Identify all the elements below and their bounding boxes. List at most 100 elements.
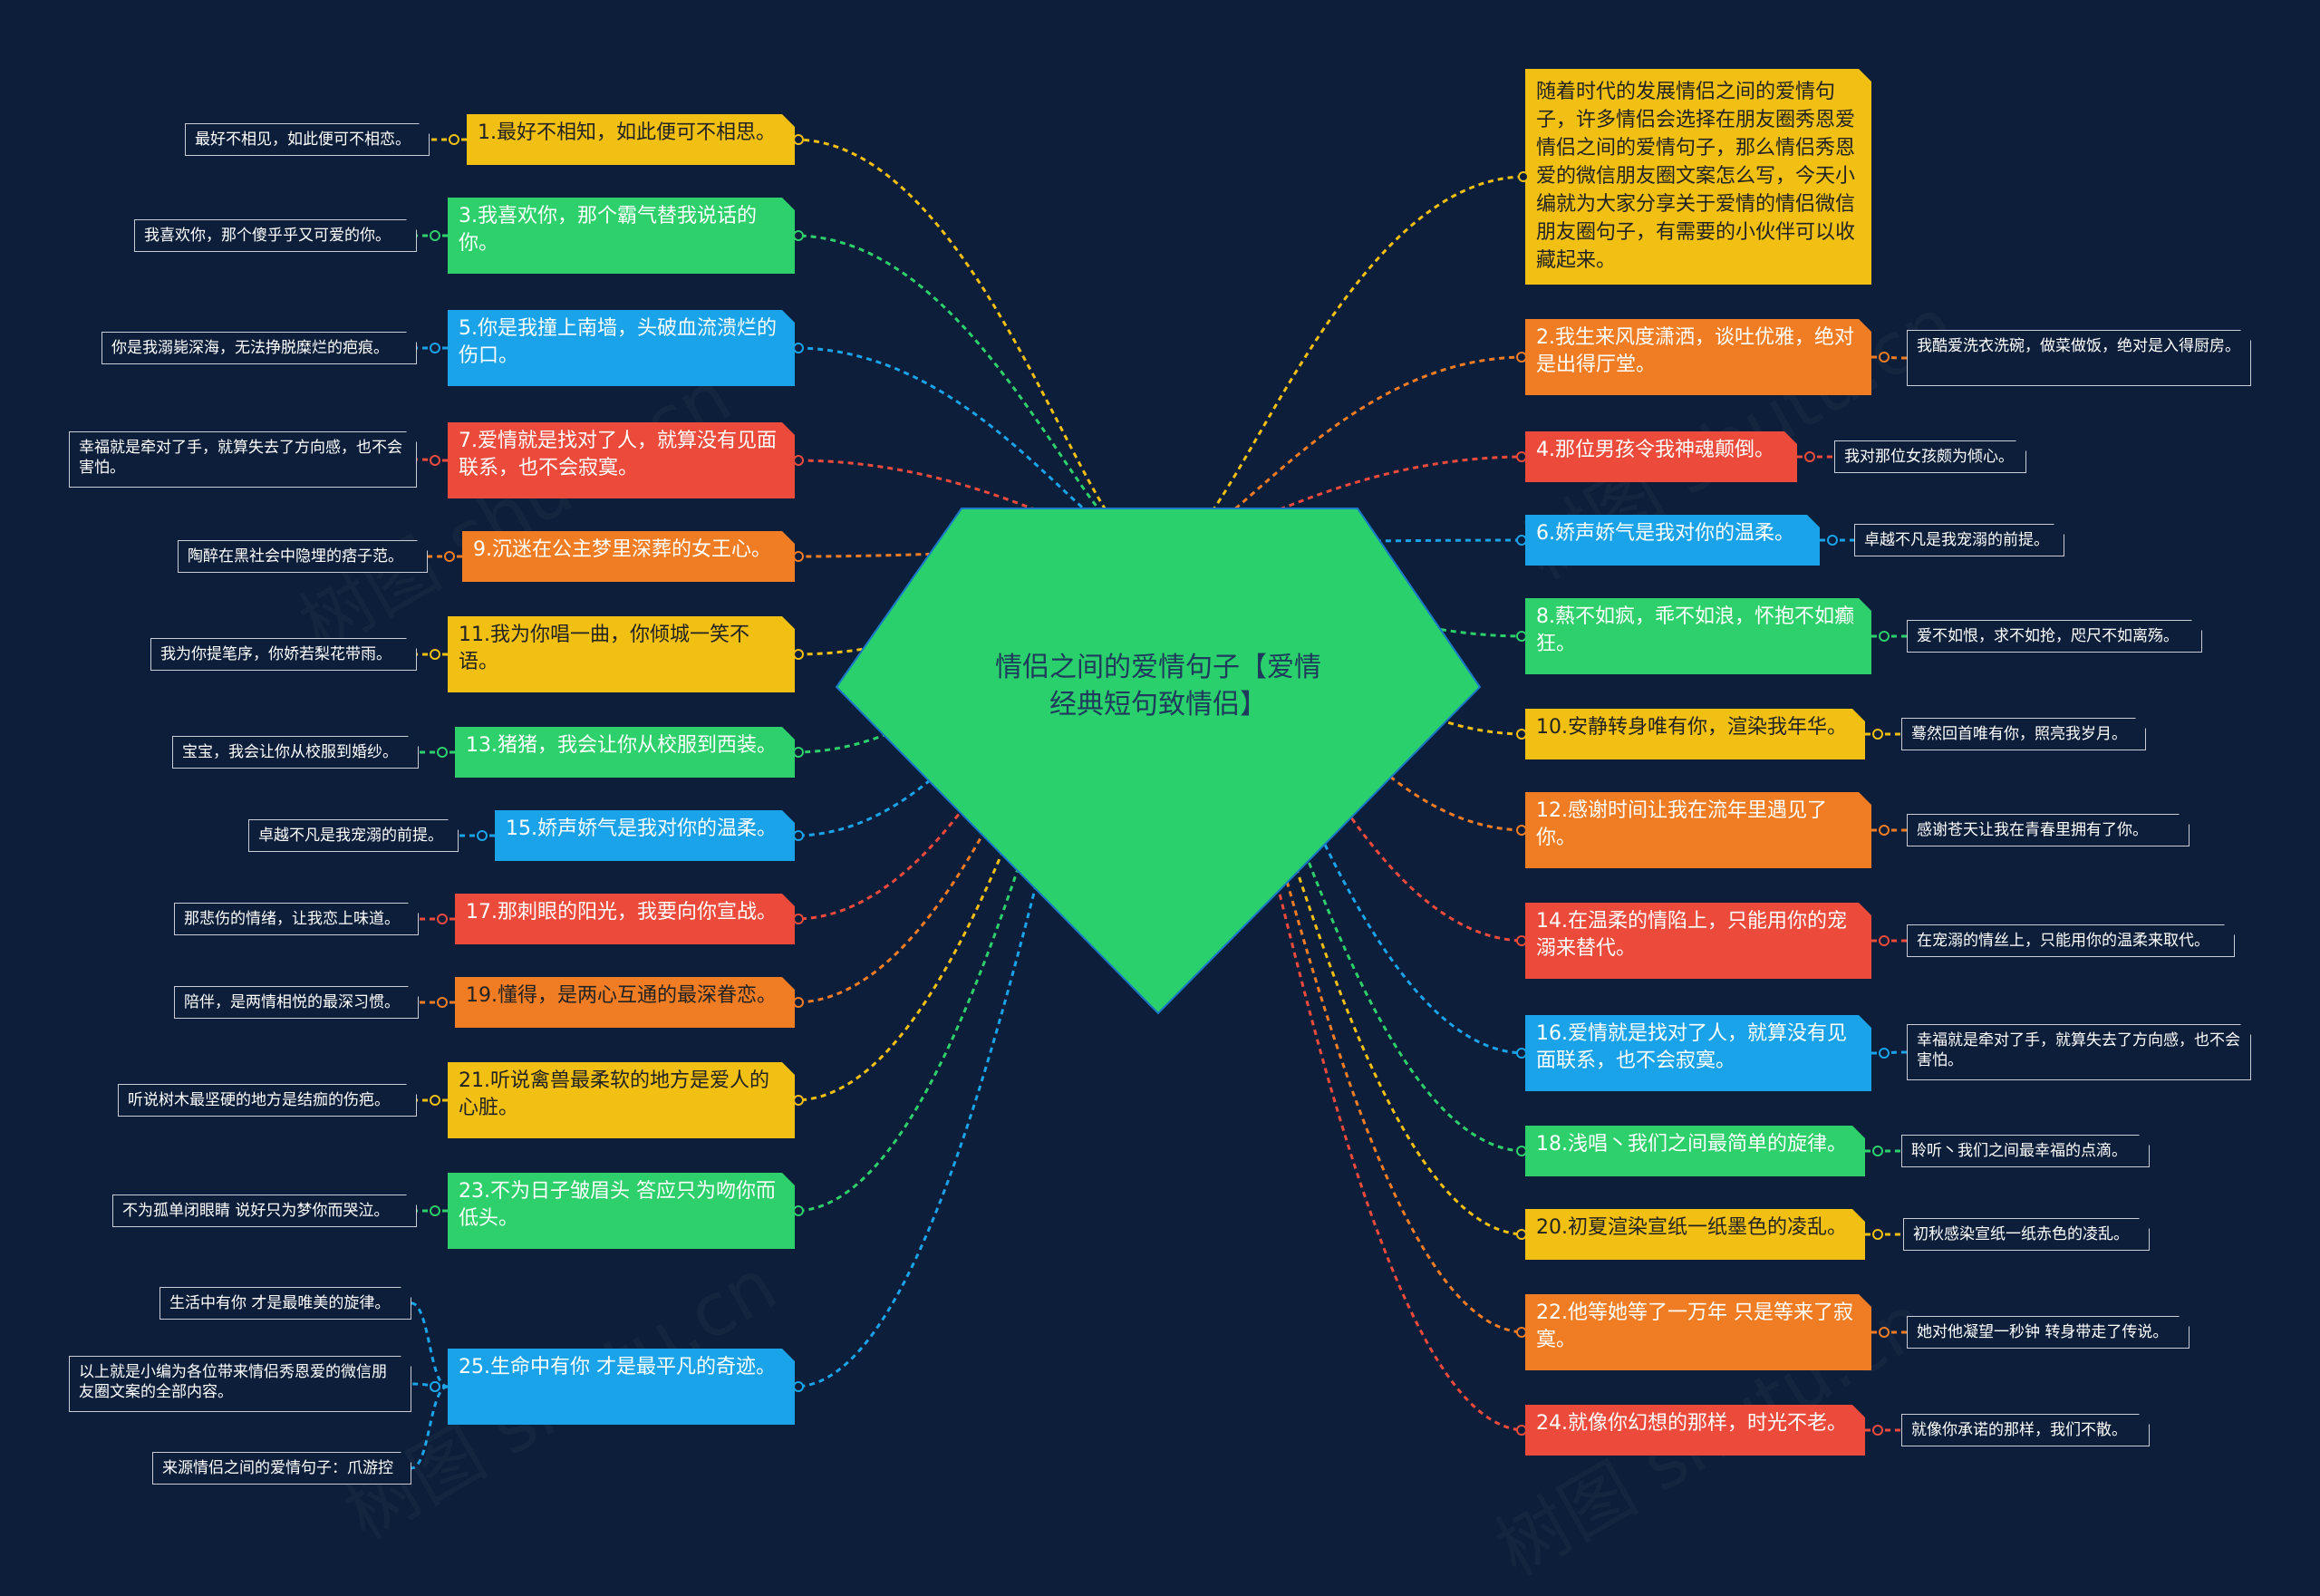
branch-node-10[interactable]: 10.安静转身唯有你，渲染我年华。 xyxy=(1525,709,1865,759)
leaf-note-12[interactable]: 感谢苍天让我在青春里拥有了你。 xyxy=(1907,814,2190,846)
branch-text: 15.娇声娇气是我对你的温柔。 xyxy=(506,817,777,840)
branch-text: 9.沉迷在公主梦里深葬的女王心。 xyxy=(473,538,771,561)
central-topic[interactable]: 情侣之间的爱情句子【爱情经典短句致情侣】 xyxy=(834,506,1483,1016)
connector-dot xyxy=(793,551,804,562)
leaf-note-18[interactable]: 聆听丶我们之间最幸福的点滴。 xyxy=(1901,1135,2150,1167)
branch-node-9[interactable]: 9.沉迷在公主梦里深葬的女王心。 xyxy=(462,531,795,582)
leaf-note-2[interactable]: 我酷爱洗衣洗碗，做菜做饭，绝对是入得厨房。 xyxy=(1907,330,2251,386)
intro-note[interactable]: 随着时代的发展情侣之间的爱情句子，许多情侣会选择在朋友圈秀恩爱情侣之间的爱情句子… xyxy=(1525,69,1871,285)
leaf-note-16[interactable]: 幸福就是牵对了手，就算失去了方向感，也不会害怕。 xyxy=(1907,1024,2251,1080)
leaf-note-19[interactable]: 陪伴，是两情相悦的最深习惯。 xyxy=(174,986,419,1019)
branch-text: 18.浅唱丶我们之间最简单的旋律。 xyxy=(1536,1133,1847,1156)
leaf-note-25-c[interactable]: 来源情侣之间的爱情句子：爪游控 xyxy=(152,1452,411,1485)
connector-dot xyxy=(1516,825,1527,836)
branch-text: 21.听说禽兽最柔软的地方是爱人的心脏。 xyxy=(459,1069,769,1119)
leaf-note-7[interactable]: 幸福就是牵对了手，就算失去了方向感，也不会害怕。 xyxy=(69,431,417,488)
branch-node-11[interactable]: 11.我为你唱一曲，你倾城一笑不语。 xyxy=(448,616,795,692)
leaf-text: 我为你提笔序，你娇若梨花带雨。 xyxy=(160,645,392,663)
branch-node-18[interactable]: 18.浅唱丶我们之间最简单的旋律。 xyxy=(1525,1126,1865,1176)
branch-node-17[interactable]: 17.那刺眼的阳光，我要向你宣战。 xyxy=(455,894,795,944)
connector-dot xyxy=(1516,535,1527,546)
leaf-text: 来源情侣之间的爱情句子：爪游控 xyxy=(162,1459,393,1477)
connector-dot xyxy=(449,134,459,145)
leaf-note-5[interactable]: 你是我溺毙深海，无法挣脱糜烂的疤痕。 xyxy=(102,332,417,364)
connector-dot xyxy=(1872,729,1883,740)
branch-node-13[interactable]: 13.猪猪，我会让你从校服到西装。 xyxy=(455,727,795,778)
leaf-text: 听说树木最坚硬的地方是结痂的伤疤。 xyxy=(128,1091,390,1109)
branch-node-16[interactable]: 16.爱情就是找对了人，就算没有见面联系，也不会寂寞。 xyxy=(1525,1015,1871,1091)
connector-dot xyxy=(793,1381,804,1392)
branch-text: 24.就像你幻想的那样，时光不老。 xyxy=(1536,1412,1847,1435)
connector-dot xyxy=(793,455,804,466)
branch-text: 14.在温柔的情陷上，只能用你的宠溺来替代。 xyxy=(1536,910,1847,960)
connector-dot xyxy=(1879,631,1890,642)
central-pentagon-shape xyxy=(835,508,1482,1015)
leaf-text: 初秋感染宣纸一纸赤色的凌乱。 xyxy=(1913,1225,2129,1243)
leaf-note-15[interactable]: 卓越不凡是我宠溺的前提。 xyxy=(248,819,459,852)
connector-dot xyxy=(1516,1048,1527,1059)
branch-node-2[interactable]: 2.我生来风度潇洒，谈吐优雅，绝对是出得厅堂。 xyxy=(1525,319,1871,395)
branch-node-25[interactable]: 25.生命中有你 才是最平凡的奇迹。 xyxy=(448,1349,795,1425)
branch-node-22[interactable]: 22.他等她等了一万年 只是等来了寂寞。 xyxy=(1525,1294,1871,1370)
leaf-note-10[interactable]: 蓦然回首唯有你，照亮我岁月。 xyxy=(1901,718,2146,750)
branch-connector xyxy=(794,138,1141,546)
branch-node-4[interactable]: 4.那位男孩令我神魂颠倒。 xyxy=(1525,431,1797,482)
connector-dot xyxy=(793,649,804,660)
leaf-note-17[interactable]: 那悲伤的情绪，让我恋上味道。 xyxy=(174,903,419,935)
branch-node-8[interactable]: 8.爇不如疯，乖不如浪，怀抱不如癫狂。 xyxy=(1525,598,1871,674)
leaf-note-1[interactable]: 最好不相见，如此便可不相恋。 xyxy=(185,123,430,156)
leaf-connector xyxy=(411,1301,449,1388)
leaf-note-11[interactable]: 我为你提笔序，你娇若梨花带雨。 xyxy=(150,638,417,671)
connector-dot xyxy=(1872,1229,1883,1240)
leaf-text: 陪伴，是两情相悦的最深习惯。 xyxy=(184,993,400,1011)
branch-node-24[interactable]: 24.就像你幻想的那样，时光不老。 xyxy=(1525,1405,1865,1456)
leaf-note-6[interactable]: 卓越不凡是我宠溺的前提。 xyxy=(1854,524,2064,556)
branch-text: 6.娇声娇气是我对你的温柔。 xyxy=(1536,522,1794,545)
leaf-note-23[interactable]: 不为孤单闭眼睛 说好只为梦你而哭泣。 xyxy=(112,1195,417,1227)
leaf-text: 我喜欢你，那个傻乎乎又可爱的你。 xyxy=(144,227,391,245)
leaf-text: 卓越不凡是我宠溺的前提。 xyxy=(1864,531,2049,549)
leaf-note-8[interactable]: 爱不如恨，求不如抢，咫尺不如离殇。 xyxy=(1907,620,2202,653)
leaf-note-13[interactable]: 宝宝，我会让你从校服到婚纱。 xyxy=(172,736,419,769)
leaf-text: 在宠溺的情丝上，只能用你的温柔来取代。 xyxy=(1917,932,2209,950)
leaf-note-3[interactable]: 我喜欢你，那个傻乎乎又可爱的你。 xyxy=(134,219,417,252)
branch-node-23[interactable]: 23.不为日子皱眉头 答应只为吻你而低头。 xyxy=(448,1173,795,1249)
branch-node-3[interactable]: 3.我喜欢你，那个霸气替我说话的你。 xyxy=(448,198,795,274)
connector-dot xyxy=(1516,935,1527,946)
leaf-note-9[interactable]: 陶醉在黑社会中隐埋的痞子范。 xyxy=(178,540,428,573)
leaf-note-25-b[interactable]: 以上就是小编为各位带来情侣秀恩爱的微信朋友圈文案的全部内容。 xyxy=(69,1356,411,1412)
leaf-text: 生活中有你 才是最唯美的旋律。 xyxy=(169,1294,391,1312)
branch-node-12[interactable]: 12.感谢时间让我在流年里遇见了你。 xyxy=(1525,792,1871,868)
leaf-note-24[interactable]: 就像你承诺的那样，我们不散。 xyxy=(1901,1414,2150,1446)
connector-dot xyxy=(430,1095,440,1106)
leaf-note-14[interactable]: 在宠溺的情丝上，只能用你的温柔来取代。 xyxy=(1907,924,2235,957)
branch-text: 19.懂得，是两心互通的最深眷恋。 xyxy=(466,984,777,1007)
connector-dot xyxy=(1516,631,1527,642)
leaf-text: 她对他凝望一秒钟 转身带走了传说。 xyxy=(1917,1323,2169,1341)
leaf-text: 你是我溺毙深海，无法挣脱糜烂的疤痕。 xyxy=(111,339,389,357)
leaf-note-25-a[interactable]: 生活中有你 才是最唯美的旋律。 xyxy=(160,1287,411,1320)
connector-dot xyxy=(793,343,804,353)
connector-dot xyxy=(1518,171,1529,182)
branch-node-21[interactable]: 21.听说禽兽最柔软的地方是爱人的心脏。 xyxy=(448,1062,795,1138)
branch-text: 16.爱情就是找对了人，就算没有见面联系，也不会寂寞。 xyxy=(1536,1022,1847,1072)
branch-node-15[interactable]: 15.娇声娇气是我对你的温柔。 xyxy=(495,810,795,861)
branch-node-5[interactable]: 5.你是我撞上南墙，头破血流溃烂的伤口。 xyxy=(448,310,795,386)
mind-map: 树图 shutu.cn 树图 shutu.cn 树图 shutu.cn 树图 s… xyxy=(0,0,2320,1557)
branch-node-7[interactable]: 7.爱情就是找对了人，就算没有见面联系，也不会寂寞。 xyxy=(448,422,795,498)
leaf-note-20[interactable]: 初秋感染宣纸一纸赤色的凌乱。 xyxy=(1903,1218,2150,1251)
connector-dot xyxy=(793,1205,804,1216)
leaf-note-21[interactable]: 听说树木最坚硬的地方是结痂的伤疤。 xyxy=(118,1084,417,1117)
connector-dot xyxy=(1516,1229,1527,1240)
leaf-note-22[interactable]: 她对他凝望一秒钟 转身带走了传说。 xyxy=(1907,1316,2190,1349)
branch-node-1[interactable]: 1.最好不相知，如此便可不相思。 xyxy=(467,114,795,165)
branch-node-14[interactable]: 14.在温柔的情陷上，只能用你的宠溺来替代。 xyxy=(1525,903,1871,979)
leaf-note-4[interactable]: 我对那位女孩颇为倾心。 xyxy=(1834,440,2026,473)
branch-text: 3.我喜欢你，那个霸气替我说话的你。 xyxy=(459,205,757,255)
branch-node-6[interactable]: 6.娇声娇气是我对你的温柔。 xyxy=(1525,515,1820,566)
branch-connector xyxy=(794,234,1141,546)
leaf-text: 最好不相见，如此便可不相恋。 xyxy=(195,131,411,149)
branch-node-19[interactable]: 19.懂得，是两心互通的最深眷恋。 xyxy=(455,977,795,1028)
connector-dot xyxy=(1516,1425,1527,1436)
branch-node-20[interactable]: 20.初夏渲染宣纸一纸墨色的凌乱。 xyxy=(1525,1209,1865,1260)
